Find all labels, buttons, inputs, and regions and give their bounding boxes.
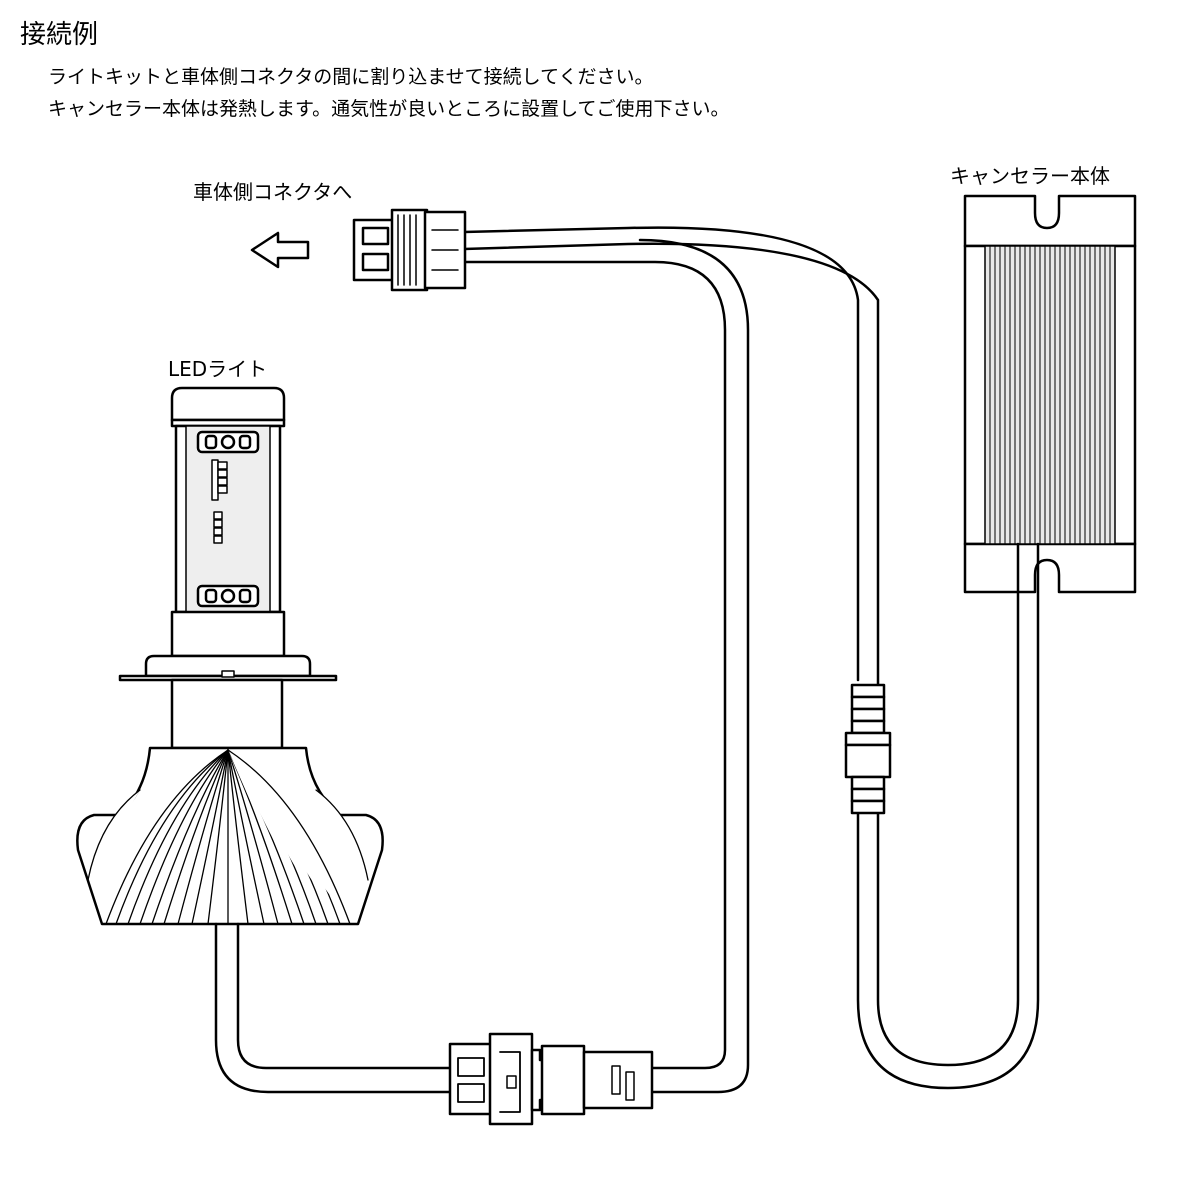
- description-line-1: ライトキットと車体側コネクタの間に割り込ませて接続してください。: [48, 66, 654, 88]
- bottom-connector: [448, 1032, 654, 1126]
- page-title: 接続例: [20, 20, 99, 50]
- heatsink-fins: [87, 749, 369, 925]
- led-cable: [214, 922, 452, 1094]
- canceller-cable: [856, 542, 1040, 1090]
- inline-coupler: [844, 683, 892, 815]
- canceller-body: [963, 194, 1137, 594]
- arrow-left-icon: [250, 231, 310, 269]
- led-light-label: LEDライト: [168, 357, 268, 381]
- branch-cable: [462, 238, 750, 1094]
- canceller-label: キャンセラー本体: [950, 164, 1110, 188]
- description-line-2: キャンセラー本体は発熱します。通気性が良いところに設置してご使用下さい。: [48, 98, 730, 120]
- led-chip-top: [196, 430, 260, 454]
- led-chip-bottom: [196, 584, 260, 608]
- led-light: [76, 386, 384, 926]
- upper-cable: [462, 226, 880, 687]
- vehicle-connector-label: 車体側コネクタへ: [193, 180, 353, 204]
- vehicle-connector: [352, 208, 467, 292]
